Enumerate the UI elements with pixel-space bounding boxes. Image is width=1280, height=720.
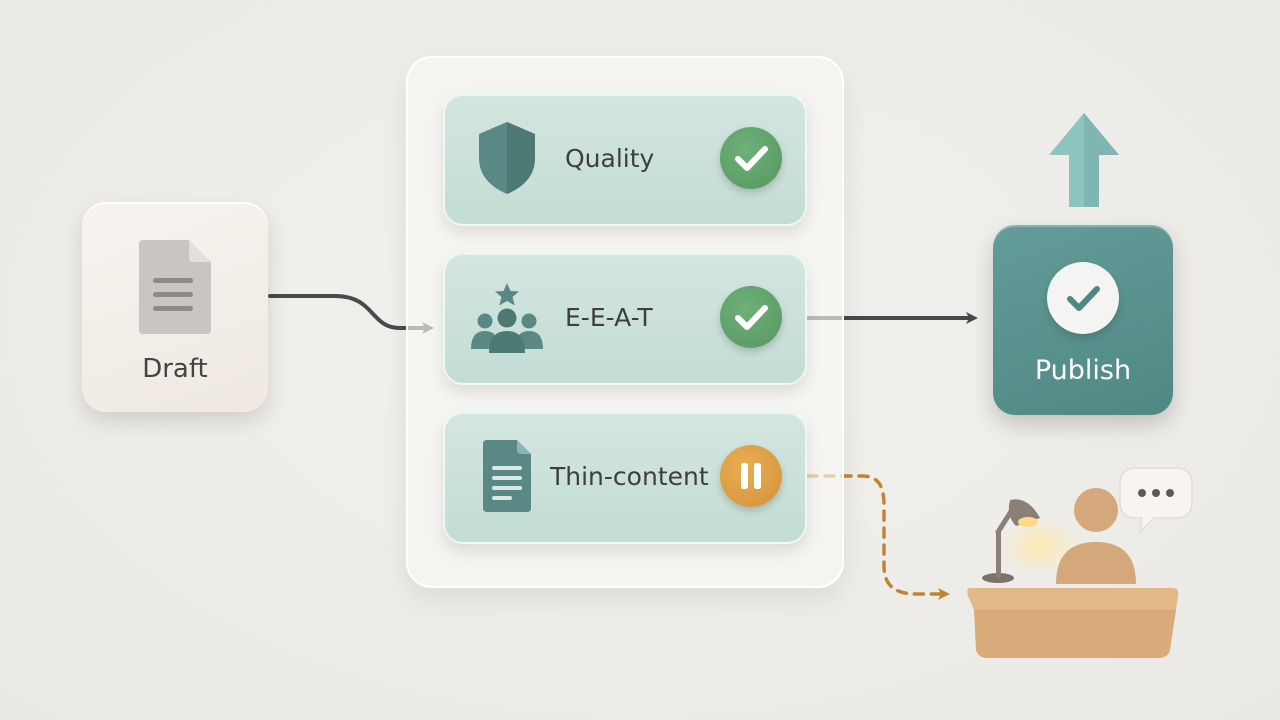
status-passed-quality bbox=[720, 127, 782, 189]
up-arrow-icon bbox=[1049, 113, 1119, 207]
publish-check-badge bbox=[1047, 262, 1119, 334]
check-icon bbox=[735, 146, 768, 171]
check-icon bbox=[735, 305, 768, 330]
check-icon bbox=[1067, 286, 1100, 311]
document-icon bbox=[483, 440, 531, 512]
document-icon bbox=[139, 240, 211, 334]
status-paused-thin-content bbox=[720, 445, 782, 507]
publish-label: Publish bbox=[1034, 355, 1132, 386]
check-card-thin-content[interactable]: Thin-content bbox=[443, 410, 807, 544]
speech-bubble-icon bbox=[1119, 467, 1193, 535]
pause-icon bbox=[741, 463, 761, 489]
draft-card[interactable]: Draft bbox=[82, 202, 268, 412]
draft-label: Draft bbox=[142, 354, 208, 384]
check-card-eeat[interactable]: E-E-A-T bbox=[443, 251, 807, 385]
check-label-quality: Quality bbox=[565, 144, 655, 173]
people-star-icon bbox=[471, 283, 543, 353]
check-label-thin-content: Thin-content bbox=[550, 462, 709, 491]
check-label-eeat: E-E-A-T bbox=[565, 303, 653, 332]
check-card-quality[interactable]: Quality bbox=[443, 92, 807, 226]
reviewer-at-desk-icon bbox=[967, 467, 1193, 658]
shield-icon bbox=[479, 122, 535, 194]
publish-card[interactable]: Publish bbox=[993, 225, 1173, 415]
draft-to-checks-connector bbox=[268, 294, 434, 334]
thin-content-to-review-connector bbox=[806, 474, 950, 600]
status-passed-eeat bbox=[720, 286, 782, 348]
